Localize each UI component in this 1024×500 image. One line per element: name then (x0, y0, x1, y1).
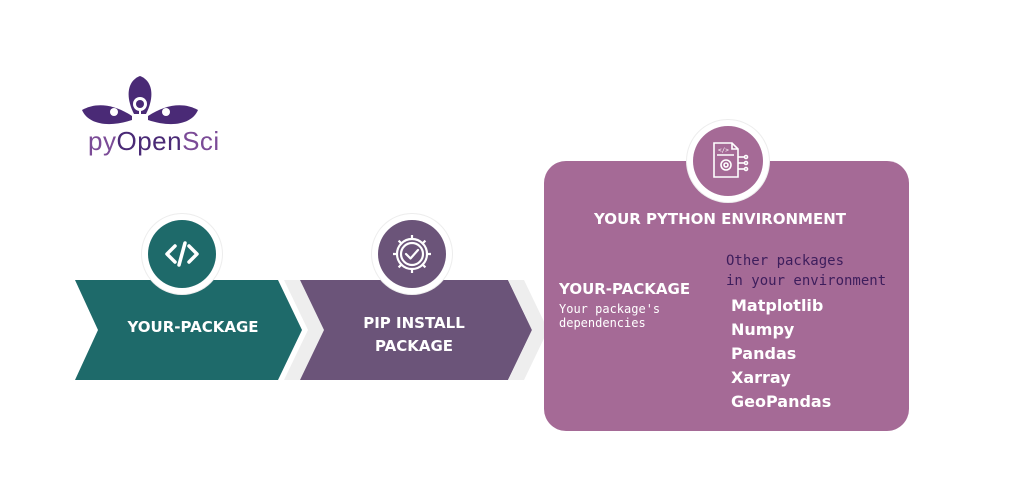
svg-text:</>: </> (718, 147, 729, 154)
environment-icon-badge: </> (687, 120, 769, 202)
flower-logo-icon (82, 76, 198, 125)
document-gear-icon: </> (713, 142, 749, 178)
other-packages-title-line2: in your environment (726, 273, 887, 289)
other-packages-title: Other packages in your environment (726, 251, 906, 291)
step1-separator (284, 280, 324, 380)
python-environment-box (544, 161, 909, 431)
logo-text-sci: Sci (182, 126, 220, 156)
your-package-title: YOUR-PACKAGE (559, 280, 691, 298)
step1-icon-badge (142, 214, 222, 294)
gear-check-icon (393, 235, 431, 273)
logo-wordmark: pyOpenSci (88, 126, 220, 157)
step2-chevron (300, 280, 532, 380)
package-item-numpy: Numpy (731, 320, 795, 339)
your-package-subtitle: Your package's dependencies (559, 302, 719, 330)
environment-title: YOUR PYTHON ENVIRONMENT (593, 210, 846, 228)
step2-separator (508, 280, 548, 380)
step1-label: YOUR-PACKAGE (127, 318, 259, 336)
logo-text-open: Open (116, 126, 183, 156)
other-packages-list: Matplotlib Numpy Pandas Xarray GeoPandas (731, 294, 831, 414)
package-item-geopandas: GeoPandas (731, 392, 832, 411)
your-package-subtitle-line2: dependencies (559, 316, 646, 330)
other-packages-title-line1: Other packages (726, 253, 845, 269)
pyopensci-logo: pyOpenSci (74, 74, 244, 164)
step2-label: PIP INSTALL PACKAGE (334, 312, 494, 358)
package-item-matplotlib: Matplotlib (731, 296, 824, 315)
step2-icon-badge (372, 214, 452, 294)
step2-label-line1: PIP INSTALL (363, 314, 465, 332)
step2-label-line2: PACKAGE (374, 337, 454, 355)
your-package-subtitle-line1: Your package's (559, 302, 661, 316)
package-item-pandas: Pandas (731, 344, 797, 363)
step1-chevron (75, 280, 302, 380)
package-item-xarray: Xarray (731, 368, 791, 387)
code-icon (165, 241, 199, 267)
logo-text-py: py (88, 126, 117, 156)
